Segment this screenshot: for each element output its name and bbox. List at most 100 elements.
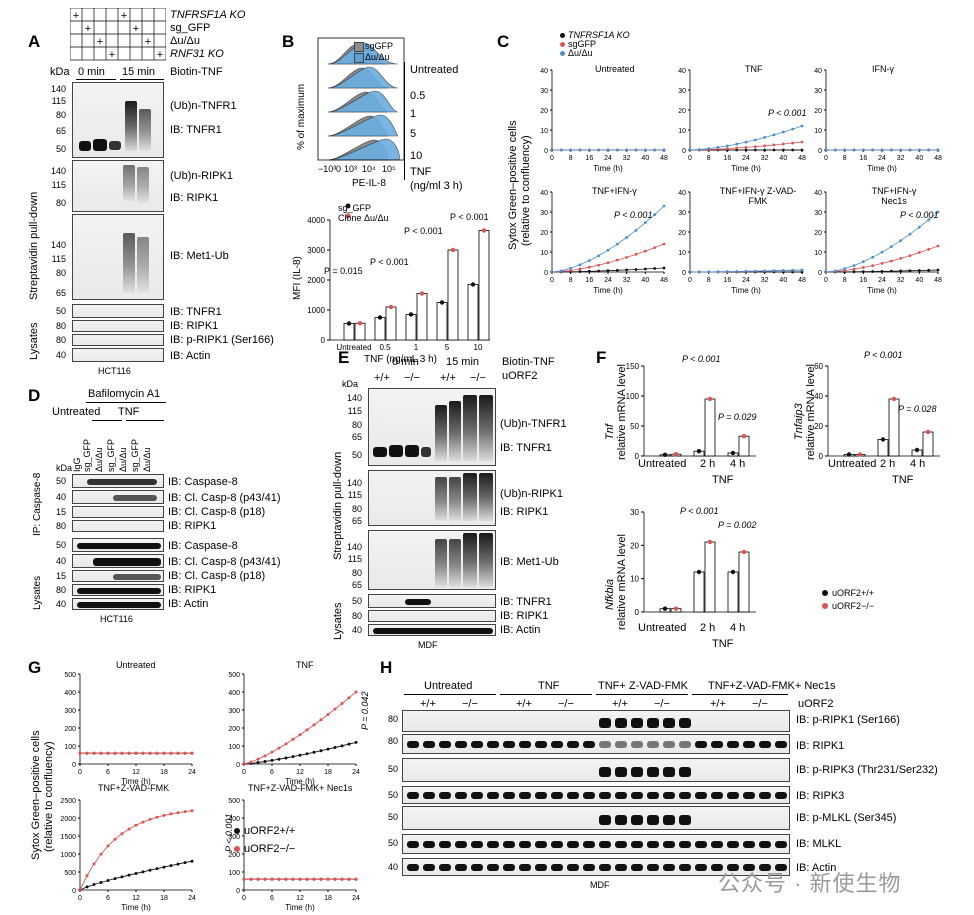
blot-label: (Ub)n-TNFR1 [500,418,567,430]
grid-row-label: RNF31 KO [170,48,224,60]
blot-label: IB: p-MLKL (Ser345) [796,812,897,824]
group-label: Untreated [52,406,101,418]
data-point [662,452,668,457]
mw-tick: 65 [55,288,66,298]
blot-ripk1-lys [72,320,164,332]
series-line [551,205,665,273]
y-tick-label: 100 [626,392,640,401]
axis-label: relative mRNA level [616,534,628,630]
divider [92,420,122,421]
bar [385,306,397,341]
x-tick-label: 0 [550,155,554,162]
y-tick-label: 40 [814,190,822,197]
histogram-du [327,138,400,161]
data-point [707,396,713,402]
treatment-label: Biotin-TNF [170,66,223,78]
side-label: Lysates [28,322,40,360]
kda-label: kDa [50,66,70,78]
data-point [550,270,554,274]
cell-line-label: MDF [590,880,610,890]
cell-line-label: HCT116 [98,366,131,376]
genotype-label: −/− [462,698,478,710]
x-tick-label: 8 [843,277,847,284]
divider [692,694,788,695]
x-tick-label: 12 [132,895,140,902]
legend-label: uORF2−/− [832,601,875,611]
series-line [79,860,193,891]
p-value: P < 0.001 [682,354,721,364]
x-tick-label: 0 [824,277,828,284]
y-tick-label: 0 [818,148,822,155]
side-label: Streptavidin pull-down [28,191,40,300]
genotype-grid: ++ ++ ++ ++ [70,8,166,61]
data-point [857,452,863,457]
mw-tick: 80 [55,321,66,331]
svg-text:+: + [73,10,79,22]
blot-label: IB: RIPK1 [168,520,217,532]
x-tick-label: 32 [761,277,769,284]
y-tick-label: 10 [678,250,686,257]
mw-tick: 115 [51,254,66,264]
legend-label: Δu/Δu [568,48,593,58]
blot-h [402,786,790,804]
time-label: 0 min [78,66,105,78]
x-axis-label: Time (h) [731,164,761,173]
bar [704,398,716,457]
y-tick-label: 30 [540,88,548,95]
genotype-label: +/+ [710,698,726,710]
mw-tick: 80 [351,611,362,621]
mw-tick: 40 [55,492,66,502]
x-tick-label: 6 [270,769,274,776]
blot-h [402,734,790,754]
blot-pripk1-lys [72,334,164,346]
x-tick-label: 48 [798,277,806,284]
mw-tick: 140 [346,393,362,403]
bar [467,284,479,341]
mw-tick: 40 [55,350,66,360]
x-tick: −10³ [318,164,337,174]
bar [354,322,366,341]
x-tick-label: 48 [934,277,942,284]
blot-h [402,834,790,854]
p-value: P = 0.002 [718,520,757,530]
axis-label: PE-IL-8 [352,178,386,189]
blot-d [72,506,164,518]
bafilomycin-label: Bafilomycin A1 [88,388,161,400]
group-label: TNF+Z-VAD-FMK+ Nec1s [708,680,836,692]
x-tick-label: 0 [242,895,246,902]
x-tick-label: 16 [859,277,867,284]
mw-tick: 115 [347,490,362,500]
x-tick-label: 48 [660,277,668,284]
mw-tick: 80 [351,420,362,430]
y-tick-label: 10 [814,250,822,257]
tnf-label: TNF [410,166,432,178]
group-label: TNF+ Z-VAD-FMK [598,680,688,692]
legend-label: sgGFP [568,39,597,49]
y-tick-label: 10 [540,250,548,257]
condition-label: Untreated [410,64,459,76]
mw-tick: 115 [347,406,362,416]
data-point [481,228,487,233]
y-tick-label: 20 [814,108,822,115]
series-line [825,245,939,273]
mw-tick: 40 [351,625,362,635]
data-point [357,321,363,326]
p-value: P < 0.001 [370,257,409,267]
legend-label: uORF2−/− [244,843,296,855]
x-tick-label: 16 [859,155,867,162]
cell-line-label: MDF [418,640,438,650]
kda-label: kDa [56,463,73,473]
blot-e-tnfr1 [368,388,496,466]
chart-title: TNF+Z-VAD-FMK+ Nec1s [248,783,353,793]
blot-label: IB: p-RIPK1 (Ser166) [170,334,274,346]
blot-label: IB: RIPK1 [170,320,219,332]
time-label: 15 min [446,356,480,368]
chart-title: Untreated [116,660,156,670]
p-value: P = 0.029 [718,412,757,422]
condition-label: 2 h [880,458,896,470]
mw-tick: 140 [50,240,66,250]
bar [405,314,417,341]
x-tick-label: 8 [569,277,573,284]
mw-tick: 40 [55,599,66,609]
y-tick-label: 30 [678,210,686,217]
